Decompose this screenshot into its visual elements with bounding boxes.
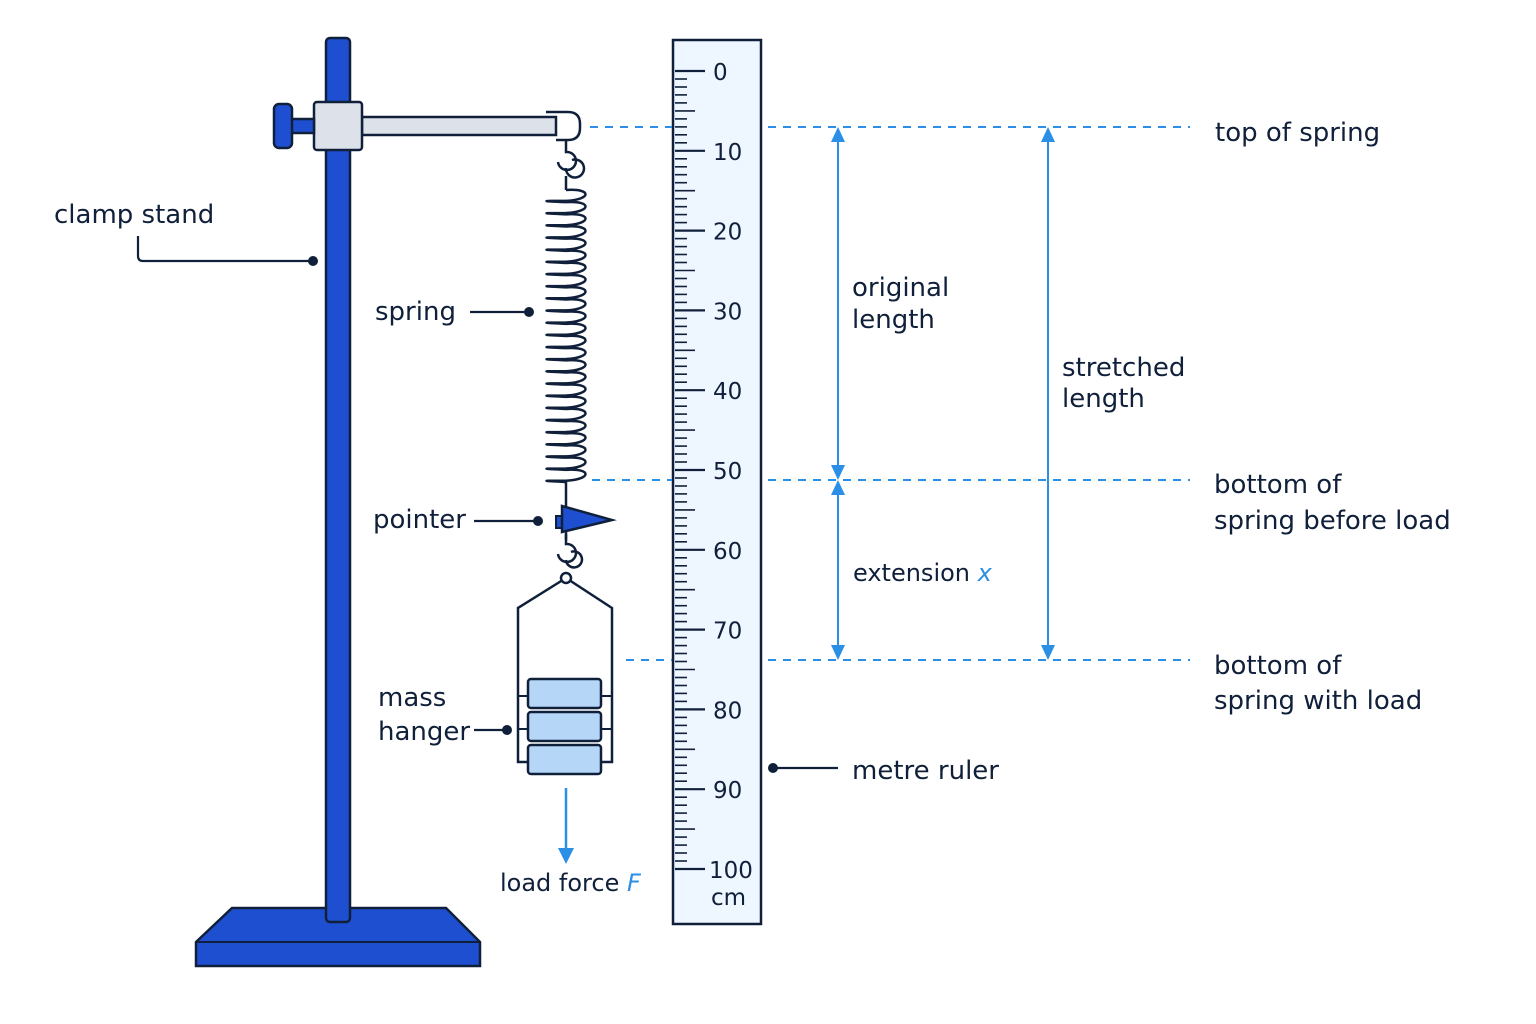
extension-label: extension x xyxy=(853,559,993,587)
original-length-label-line1: original xyxy=(852,273,949,303)
bottom-with-load-label-line1: bottom of xyxy=(1214,651,1342,681)
clamp-arm xyxy=(360,115,558,137)
ruler-tick-label: 20 xyxy=(713,220,742,246)
original-length-label-line2: length xyxy=(852,305,935,335)
ruler-tick-label: 30 xyxy=(713,299,742,325)
pointer-arrow-icon xyxy=(560,504,617,534)
hook-icon xyxy=(564,158,586,179)
mass-hanger-label-line2: hanger xyxy=(378,717,470,747)
load-force-label: load force F xyxy=(500,869,642,897)
ruler-unit-label: cm xyxy=(711,885,746,911)
ruler-body xyxy=(671,38,763,926)
stretched-length-label-line2: length xyxy=(1062,384,1145,414)
top-of-spring-label: top of spring xyxy=(1215,118,1380,148)
original-length-arrow xyxy=(831,127,845,480)
metre-ruler-label: metre ruler xyxy=(852,756,999,786)
clamp-stand xyxy=(194,36,582,968)
hook-icon xyxy=(564,550,584,569)
spring-coil xyxy=(545,188,587,484)
ruler-tick-label: 0 xyxy=(713,60,728,86)
stretched-length-label-line1: stretched xyxy=(1062,353,1185,383)
hook-icon xyxy=(556,534,578,564)
bottom-before-load-label-line2: spring before load xyxy=(1214,506,1451,536)
pointer xyxy=(555,498,617,540)
hook-icon xyxy=(556,140,578,172)
clamp-stand-label: clamp stand xyxy=(54,200,214,230)
stretched-length-arrow xyxy=(1041,127,1055,660)
ruler-tick-label: 40 xyxy=(713,379,742,405)
ruler-ticks xyxy=(675,69,705,871)
ruler-tick-label: 10 xyxy=(713,140,742,166)
extension-arrow xyxy=(831,480,845,660)
slotted-mass-icon xyxy=(526,743,603,776)
ruler-tick-label: 50 xyxy=(713,459,742,485)
mass-hanger xyxy=(516,534,614,776)
slotted-mass-icon xyxy=(526,677,603,710)
pointer-label: pointer xyxy=(373,505,466,535)
load-force-arrow xyxy=(558,788,574,864)
ruler-tick-label: 80 xyxy=(713,698,742,724)
clamp-boss xyxy=(312,100,364,152)
clamp-stand-leader xyxy=(136,236,313,263)
ruler-tick-label: 90 xyxy=(713,778,742,804)
bottom-before-load-label-line1: bottom of xyxy=(1214,470,1342,500)
clamp-screw-knob xyxy=(272,102,294,150)
leader-lines xyxy=(136,236,838,770)
spring-assembly xyxy=(545,140,587,498)
metre-ruler: 0 10 20 30 40 50 60 70 80 90 100 cm xyxy=(671,38,763,926)
spring-label: spring xyxy=(375,297,456,327)
reference-lines xyxy=(590,126,1190,661)
stand-rod xyxy=(324,36,352,924)
mass-hanger-label-line1: mass xyxy=(378,683,446,713)
slotted-mass-icon xyxy=(526,710,603,743)
ruler-tick-label: 100 xyxy=(709,858,753,884)
ruler-tick-label: 70 xyxy=(713,619,742,645)
bottom-with-load-label-line2: spring with load xyxy=(1214,686,1422,716)
leader-dots xyxy=(308,256,778,773)
clamp-arm-hook-end xyxy=(546,110,582,142)
ruler-tick-label: 60 xyxy=(713,539,742,565)
ruler-tick-labels: 0 10 20 30 40 50 60 70 80 90 100 xyxy=(709,60,753,884)
